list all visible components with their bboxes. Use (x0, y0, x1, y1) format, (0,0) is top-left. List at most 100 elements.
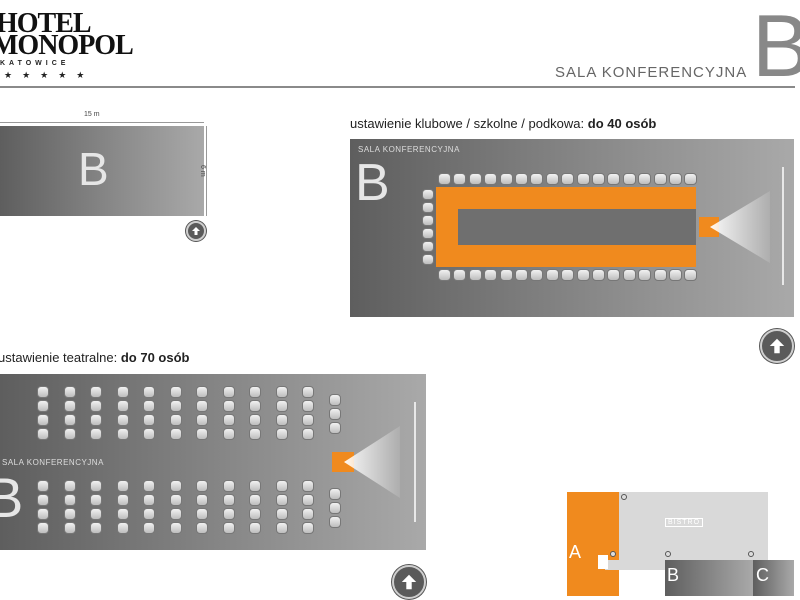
room-outline: B (0, 126, 204, 216)
chair (37, 400, 49, 412)
chair (515, 173, 528, 185)
projection-screen (414, 402, 416, 522)
chair (116, 480, 129, 492)
chair (438, 269, 451, 281)
width-dimension-line (0, 122, 204, 123)
chair (222, 480, 235, 492)
chair (684, 173, 698, 185)
chair (37, 522, 49, 534)
chair (249, 414, 261, 426)
room-c-label: C (756, 565, 769, 585)
club-setup-caption: ustawienie klubowe / szkolne / podkowa: … (350, 116, 657, 131)
chair (669, 269, 682, 281)
room-a-area[interactable]: A (567, 492, 619, 596)
chair (561, 269, 575, 281)
chair (422, 215, 434, 226)
chair (116, 386, 129, 398)
chair (484, 269, 498, 281)
chair (37, 494, 49, 506)
chair (90, 428, 102, 440)
chair (422, 241, 434, 252)
height-dimension: 6 m (199, 165, 206, 177)
chair (63, 494, 76, 506)
theatre-setup-caption: ustawienie teatralne: do 70 osób (0, 350, 190, 365)
chair (143, 494, 155, 506)
room-a-label: A (569, 542, 582, 562)
chair (302, 508, 314, 520)
chair (116, 494, 129, 506)
chair (468, 173, 482, 185)
marker-dot (621, 494, 627, 500)
chair (196, 480, 208, 492)
chair (328, 422, 341, 434)
arrow-up-button[interactable] (760, 329, 794, 363)
chair (638, 269, 652, 281)
chair (545, 269, 559, 281)
chair (249, 494, 261, 506)
room-label: SALA KONFERENCYJNA (2, 458, 104, 467)
chair (222, 508, 235, 520)
chair (275, 400, 288, 412)
chair (328, 502, 341, 514)
chair (576, 269, 590, 281)
chair (638, 173, 652, 185)
chair (328, 394, 341, 406)
arrow-up-button[interactable] (392, 565, 426, 599)
chair (275, 428, 288, 440)
chair (302, 386, 314, 398)
chair (143, 414, 155, 426)
chair (438, 173, 451, 185)
room-b-area[interactable]: B (665, 560, 753, 596)
chair (499, 173, 513, 185)
chair (63, 480, 76, 492)
marker-dot (748, 551, 754, 557)
chair (196, 522, 208, 534)
chair (222, 428, 235, 440)
chair (684, 269, 698, 281)
logo-hotel: HOTEL (0, 8, 92, 39)
chair (328, 408, 341, 420)
chair (515, 269, 528, 281)
chair (37, 386, 49, 398)
chair (468, 269, 482, 281)
logo-monopol: MONOPOL (0, 30, 134, 61)
logo-stars: ★★★★★ (4, 70, 95, 80)
room-c-area[interactable]: C (753, 560, 794, 596)
chair (143, 480, 155, 492)
chair (196, 494, 208, 506)
chair (249, 508, 261, 520)
chair (116, 522, 129, 534)
chair (90, 480, 102, 492)
chair (143, 508, 155, 520)
chair (222, 386, 235, 398)
chair (302, 428, 314, 440)
chair (90, 508, 102, 520)
chair (196, 400, 208, 412)
passage-gap (598, 555, 608, 569)
chair (222, 494, 235, 506)
chair (63, 522, 76, 534)
chair (63, 428, 76, 440)
chair (422, 189, 434, 200)
chair (116, 428, 129, 440)
chair (275, 508, 288, 520)
chair (484, 173, 498, 185)
chair (561, 173, 575, 185)
chair (169, 400, 182, 412)
room-b-label: B (667, 565, 680, 585)
room-letter: B (355, 154, 390, 212)
chair (653, 269, 667, 281)
chair (63, 400, 76, 412)
projector-beam (344, 426, 400, 498)
theatre-setup-room: SALA KONFERENCYJNA B (0, 374, 426, 550)
arrow-up-button[interactable] (186, 221, 206, 241)
chair (499, 269, 513, 281)
marker-dot (610, 551, 616, 557)
chair (116, 508, 129, 520)
chair (275, 522, 288, 534)
chair (275, 414, 288, 426)
projection-screen (782, 167, 784, 285)
logo-city: KATOWICE (0, 60, 70, 67)
chair (576, 173, 590, 185)
chair (302, 400, 314, 412)
